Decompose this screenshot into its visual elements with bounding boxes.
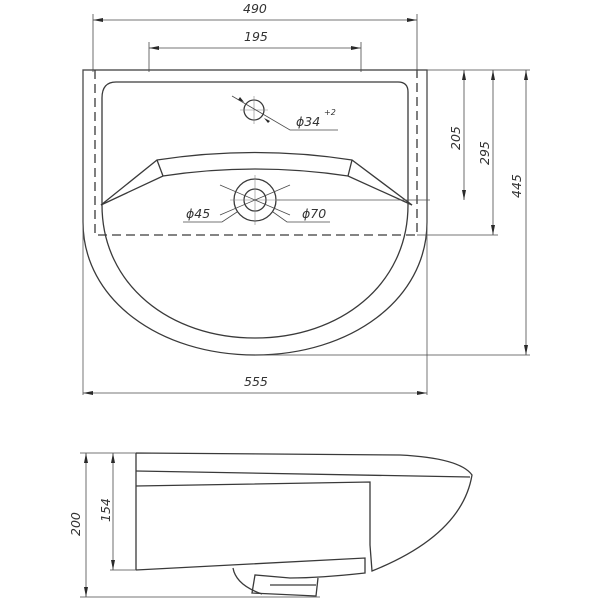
dimension-195-label: 195: [244, 29, 268, 44]
dimension-200-label: 200: [68, 512, 83, 536]
basin-ledge: [100, 151, 413, 206]
side-drain: [232, 567, 316, 595]
dimension-445-label: 445: [509, 174, 524, 198]
side-bowl-bottom: [135, 557, 366, 597]
drain-inner-diameter-label: ϕ45: [186, 206, 210, 221]
dimension-154: [110, 453, 136, 571]
faucet-hole: [231, 95, 338, 131]
side-view: 200 154: [68, 452, 473, 598]
dimension-490-label: 490: [243, 1, 267, 16]
drain-hole: [183, 175, 430, 225]
dimension-195: [148, 42, 362, 72]
dimension-295: [417, 70, 498, 236]
basin-inner-outline: [101, 81, 409, 339]
faucet-hole-diameter-label: ϕ34: [296, 114, 320, 129]
side-rim-line: [135, 470, 471, 478]
faucet-hole-tolerance-label: +2: [324, 108, 336, 117]
dimension-490: [92, 14, 418, 72]
drain-outer-diameter-label: ϕ70: [302, 206, 326, 221]
dimension-205: [427, 69, 530, 200]
side-body-outline: [135, 452, 473, 572]
ledge-tick: [156, 159, 353, 177]
dimension-555: [83, 391, 427, 395]
dimension-205-label: 205: [448, 126, 463, 150]
dimension-154-label: 154: [98, 498, 113, 522]
basin-frame-line: [82, 70, 428, 395]
dimension-200: [80, 452, 320, 598]
basin-ledge-inner: [100, 168, 413, 206]
mount-line-dashed: [94, 70, 418, 236]
dimension-445: [255, 70, 530, 356]
dimension-295-label: 295: [477, 141, 492, 165]
dimension-555-label: 555: [244, 374, 268, 389]
top-view: ϕ34 +2 ϕ45 ϕ70 490 195: [82, 1, 530, 395]
